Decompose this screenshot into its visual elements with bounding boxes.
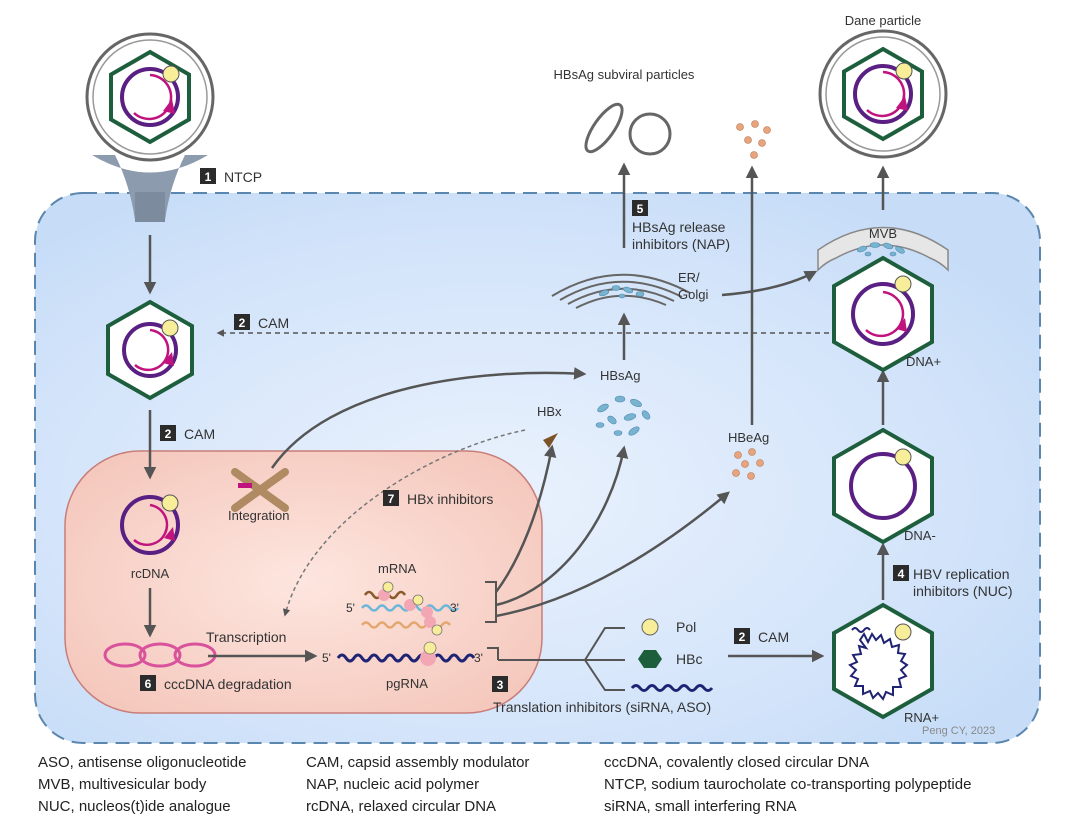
pgrna-5prime: 5': [322, 651, 331, 665]
ntcp-stem: [135, 192, 165, 222]
translation-inhibitors-label: Translation inhibitors (siRNA, ASO): [493, 699, 711, 715]
golgi-hbsag-particles: [598, 285, 645, 299]
subviral-label: HBsAg subviral particles: [554, 67, 695, 82]
hbsag-label: HBsAg: [600, 368, 640, 383]
mvb-label: MVB: [869, 226, 897, 241]
er-label: ER/: [678, 270, 700, 285]
hbx-icon: [543, 433, 558, 448]
abbreviation-item: MVB, multivesicular body: [38, 776, 207, 793]
mrna-icon: [361, 581, 459, 636]
step-6-badge: 6: [140, 675, 156, 691]
step-2-badge-left: 2: [160, 425, 176, 441]
svg-text:6: 6: [145, 677, 152, 691]
replication-inhibitors-label-1: HBV replication: [913, 566, 1010, 582]
mrna-5prime: 5': [346, 601, 355, 615]
release-inhibitors-label-1: HBsAg release: [632, 219, 726, 235]
svg-text:5: 5: [637, 202, 644, 216]
replication-inhibitors-label-2: inhibitors (NUC): [913, 583, 1013, 599]
integration-label: Integration: [228, 508, 289, 523]
hbc-icon: [638, 650, 662, 668]
capsid-rna-plus: [832, 602, 934, 720]
hbc-label: HBc: [676, 651, 702, 667]
golgi-label: Golgi: [678, 287, 708, 302]
svg-text:7: 7: [388, 492, 395, 506]
abbreviation-item: CAM, capsid assembly modulator: [306, 754, 530, 771]
capsid-dna-minus: [832, 427, 934, 545]
step-2-badge-upper: 2: [234, 314, 250, 330]
dna-minus-label: DNA-: [904, 528, 936, 543]
arrow-to-hbx: [494, 444, 557, 593]
hbx-label: HBx: [537, 404, 562, 419]
svg-text:2: 2: [239, 316, 246, 330]
abbreviation-column-2: CAM, capsid assembly modulator NAP, nucl…: [306, 752, 529, 818]
step-1-badge: 1: [200, 168, 216, 184]
abbreviation-legend: ASO, antisense oligonucleotide MVB, mult…: [0, 752, 1070, 837]
mrna-3prime: 3': [450, 601, 459, 615]
pgrna-small-icon: [630, 684, 714, 692]
translation-fork: [584, 627, 625, 691]
step-2-badge-lower: 2: [734, 628, 750, 644]
hbeag-secreted-particles: [736, 120, 771, 159]
cam-label-upper: CAM: [258, 315, 289, 331]
pol-label: Pol: [676, 619, 696, 635]
abbreviation-column-3: cccDNA, covalently closed circular DNA N…: [604, 752, 971, 818]
svg-text:4: 4: [898, 567, 905, 581]
abbreviation-item: ASO, antisense oligonucleotide: [38, 754, 247, 771]
step-7-badge: 7: [383, 490, 399, 506]
hbeag-particles: [732, 448, 764, 480]
release-inhibitors-label-2: inhibitors (NAP): [632, 236, 730, 252]
abbreviation-item: cccDNA, covalently closed circular DNA: [604, 754, 870, 771]
dane-particle-icon: [818, 29, 948, 159]
mrna-bracket: [485, 581, 497, 623]
svg-text:3: 3: [497, 678, 504, 692]
svg-text:2: 2: [739, 630, 746, 644]
rna-plus-label: RNA+: [904, 710, 939, 725]
cam-label-lower: CAM: [758, 629, 789, 645]
svg-text:2: 2: [165, 427, 172, 441]
ntcp-label: NTCP: [224, 169, 262, 185]
cam-label-left: CAM: [184, 426, 215, 442]
arrow-golgi-mvb: [721, 270, 818, 297]
virion-entry: [85, 32, 215, 162]
step-4-badge: 4: [893, 565, 909, 581]
mvb-icon: [817, 226, 949, 272]
hbeag-label: HBeAg: [728, 430, 769, 445]
nucleus: [64, 450, 543, 714]
pol-icon: [641, 618, 659, 636]
dna-plus-label: DNA+: [906, 354, 941, 369]
mrna-label: mRNA: [378, 561, 417, 576]
arrow-integration-hbsag: [270, 367, 587, 469]
step-3-badge: 3: [492, 676, 508, 692]
svg-text:1: 1: [205, 170, 212, 184]
cccdna-degradation-label: cccDNA degradation: [164, 676, 292, 692]
transcription-label: Transcription: [206, 629, 286, 645]
abbreviation-item: rcDNA, relaxed circular DNA: [306, 798, 497, 815]
filament-particle-icon: [584, 102, 624, 154]
arrow-to-hbsag: [495, 445, 629, 607]
capsid-dna-plus: [832, 255, 934, 373]
hbx-inhibitors-label: HBx inhibitors: [407, 491, 493, 507]
abbreviation-item: NTCP, sodium taurocholate co-transportin…: [604, 776, 972, 793]
dane-particle-label: Dane particle: [845, 13, 922, 28]
mvb-hbsag-particles: [856, 242, 905, 257]
pgrna-icon: [336, 641, 476, 666]
ntcp-receptor: [92, 155, 208, 220]
abbreviation-item: NAP, nucleic acid polymer: [306, 776, 480, 793]
abbreviation-item: NUC, nucleos(t)ide analogue: [38, 798, 231, 815]
integration-icon: [231, 468, 289, 512]
hbsag-particles: [595, 395, 651, 436]
step-5-badge: 5: [632, 200, 648, 216]
hbv-lifecycle-diagram: 1 NTCP 2 CAM 2 CAM rcDNA 6: [34, 13, 1041, 744]
sphere-particle-icon: [628, 112, 672, 156]
capsid-cytoplasm: [106, 299, 194, 401]
abbreviation-column-1: ASO, antisense oligonucleotide MVB, mult…: [38, 752, 246, 818]
arrow-to-hbeag: [495, 491, 730, 618]
pgrna-3prime: 3': [474, 651, 483, 665]
pgrna-label: pgRNA: [386, 676, 428, 691]
rcdna-icon: [120, 494, 180, 555]
rcdna-label: rcDNA: [131, 566, 170, 581]
pgrna-bracket: [487, 647, 499, 660]
credit-label: Peng CY, 2023: [922, 725, 995, 737]
abbreviation-item: siRNA, small interfering RNA: [604, 798, 797, 815]
